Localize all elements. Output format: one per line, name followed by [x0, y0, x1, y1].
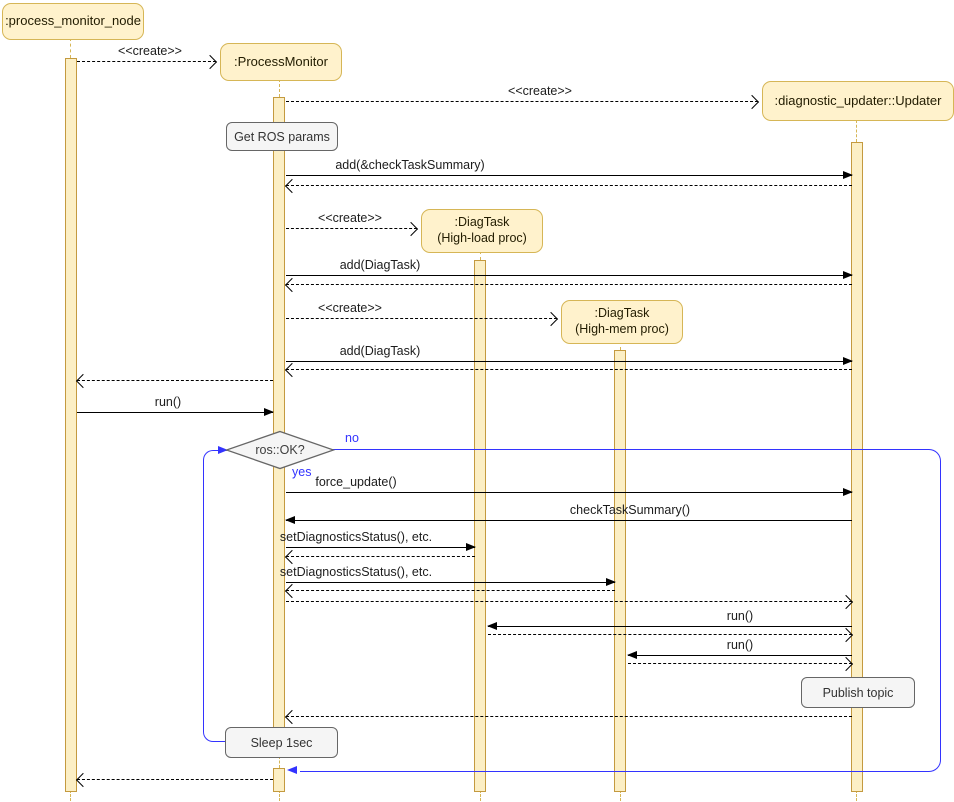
create-message-label: <<create>> — [118, 44, 182, 58]
lifeline-process-monitor-node — [70, 38, 71, 58]
actor-diag-task-load-label: :DiagTask — [454, 215, 510, 230]
create-message-arrow — [286, 318, 557, 319]
run-arrow — [77, 408, 274, 416]
create-message-label: <<create>> — [318, 211, 382, 225]
return-arrow — [286, 590, 615, 591]
lifeline-updater — [856, 120, 857, 142]
return-arrow — [286, 185, 852, 186]
return-arrow — [286, 716, 852, 717]
note-sleep-1sec-label: Sleep 1sec — [250, 735, 313, 750]
set-diagnostics-status-arrow — [286, 578, 616, 586]
activation-updater — [851, 142, 863, 792]
actor-diag-task-mem: :DiagTask (High-mem proc) — [561, 300, 683, 344]
actor-process-monitor-node-label: :process_monitor_node — [5, 13, 141, 29]
create-message-arrow — [286, 101, 758, 102]
return-arrow — [488, 634, 852, 635]
add-diag-task-arrow — [286, 271, 853, 279]
return-arrow — [77, 380, 273, 381]
create-message-label: <<create>> — [508, 84, 572, 98]
force-update-arrow — [286, 488, 853, 496]
actor-diag-task-load: :DiagTask (High-load proc) — [421, 209, 543, 253]
lifeline-diag-task-load — [480, 790, 481, 801]
actor-diag-task-load-sublabel: (High-load proc) — [437, 231, 527, 245]
add-diag-task-label: add(DiagTask) — [339, 344, 421, 358]
actor-process-monitor-label: :ProcessMonitor — [234, 53, 328, 69]
activation-process-monitor-node — [65, 58, 77, 792]
loop-back-path — [203, 450, 227, 742]
activation-diag-task-mem — [614, 350, 626, 792]
decision-diamond — [225, 430, 335, 470]
force-update-label: force_update() — [315, 475, 397, 489]
add-check-task-summary-label: add(&checkTaskSummary) — [335, 158, 485, 172]
add-check-task-summary-arrow — [286, 171, 853, 179]
run-label: run() — [726, 609, 754, 623]
decision-no-label: no — [345, 431, 359, 445]
loop-no-path — [300, 449, 941, 772]
return-arrow — [286, 556, 475, 557]
decision-label: ros::OK? — [255, 443, 305, 457]
actor-process-monitor-node: :process_monitor_node — [2, 3, 144, 40]
actor-diagnostic-updater: :diagnostic_updater::Updater — [762, 81, 954, 121]
lifeline-process-monitor — [279, 790, 280, 801]
run-label: run() — [726, 638, 754, 652]
set-diagnostics-status-label: setDiagnosticsStatus(), etc. — [279, 565, 433, 579]
lifeline-diag-task-mem — [620, 341, 621, 350]
return-arrow — [286, 601, 852, 602]
set-diagnostics-status-label: setDiagnosticsStatus(), etc. — [279, 530, 433, 544]
lifeline-process-monitor — [279, 79, 280, 97]
return-arrow — [77, 779, 273, 780]
run-arrow — [627, 651, 852, 659]
return-arrow — [628, 663, 852, 664]
note-get-ros-params: Get ROS params — [226, 122, 338, 151]
note-get-ros-params-label: Get ROS params — [234, 129, 330, 144]
create-message-arrow — [77, 61, 216, 62]
lifeline-diag-task-mem — [620, 790, 621, 801]
lifeline-updater — [856, 790, 857, 801]
actor-diag-task-mem-label: :DiagTask — [594, 306, 650, 321]
loop-arrowhead-exit — [287, 766, 297, 774]
create-message-arrow — [286, 228, 417, 229]
actor-process-monitor: :ProcessMonitor — [220, 43, 342, 81]
lifeline-process-monitor — [279, 756, 280, 768]
return-arrow — [286, 284, 852, 285]
run-label: run() — [154, 395, 182, 409]
lifeline-diag-task-load — [480, 251, 481, 260]
create-message-label: <<create>> — [318, 301, 382, 315]
add-diag-task-arrow — [286, 357, 853, 365]
return-arrow — [286, 369, 852, 370]
note-publish-topic: Publish topic — [801, 677, 915, 708]
check-task-summary-label: checkTaskSummary() — [569, 503, 691, 517]
note-publish-topic-label: Publish topic — [822, 685, 894, 700]
actor-diagnostic-updater-label: :diagnostic_updater::Updater — [774, 92, 942, 108]
activation-process-monitor — [273, 97, 285, 729]
decision-yes-label: yes — [292, 465, 312, 479]
add-diag-task-label: add(DiagTask) — [339, 258, 421, 272]
activation-process-monitor-final — [273, 768, 285, 792]
actor-diag-task-mem-sublabel: (High-mem proc) — [575, 322, 669, 336]
activation-diag-task-load — [474, 260, 486, 792]
lifeline-process-monitor-node — [70, 790, 71, 801]
set-diagnostics-status-arrow — [286, 543, 476, 551]
check-task-summary-arrow — [285, 516, 852, 524]
run-arrow — [487, 622, 852, 630]
note-sleep-1sec: Sleep 1sec — [225, 727, 338, 758]
loop-arrowhead-into-decision — [218, 446, 228, 454]
